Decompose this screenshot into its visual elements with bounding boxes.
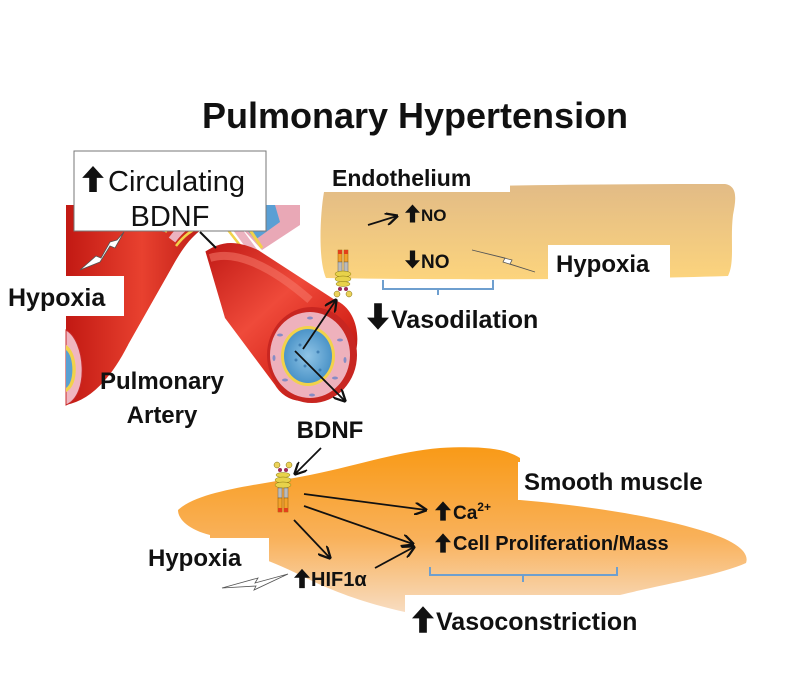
hypoxia-bolt-endothelium-icon bbox=[471, 249, 536, 273]
pulmonary-artery-label-line1: Pulmonary bbox=[100, 368, 225, 395]
pulmonary-artery-illustration bbox=[65, 201, 358, 406]
bdnf-label: BDNF bbox=[297, 417, 364, 444]
circulating-bdnf-box: Circulating BDNF bbox=[73, 150, 267, 233]
no-up-label: NO bbox=[421, 206, 447, 225]
cell-proliferation-label: Cell Proliferation/Mass bbox=[453, 533, 669, 555]
hif-label: HIF1α bbox=[311, 569, 367, 591]
smooth-muscle-bdnf-receptor-icon bbox=[273, 461, 293, 513]
circulating-label: Circulating bbox=[108, 166, 245, 198]
endothelium-label: Endothelium bbox=[332, 165, 471, 191]
smooth-muscle-cell bbox=[178, 447, 747, 612]
hypoxia-left-label: Hypoxia bbox=[8, 284, 106, 312]
vasoconstriction-label: Vasoconstriction bbox=[436, 608, 637, 636]
artery-cross-section bbox=[267, 307, 357, 403]
vasodilation-label: Vasodilation bbox=[391, 306, 538, 334]
up-arrow-icon bbox=[412, 606, 434, 633]
vasoconstriction-bracket bbox=[429, 567, 618, 582]
pulmonary-artery-label-line2: Artery bbox=[127, 402, 198, 429]
smooth-muscle-layer: Smooth muscle Ca2+ Cell Proliferation/Ma… bbox=[145, 447, 747, 636]
endothelium-cell bbox=[320, 184, 736, 280]
circulating-bdnf-label: BDNF bbox=[131, 201, 210, 233]
endothelium-layer: Endothelium NO NO Hypoxia Vasodilation bbox=[318, 162, 736, 334]
hypoxia-bolt-smooth-muscle-icon bbox=[221, 573, 289, 591]
no-down-label: NO bbox=[421, 252, 450, 273]
down-arrow-icon bbox=[367, 303, 389, 330]
vasodilation-bracket bbox=[382, 280, 494, 295]
hypoxia-bolt-artery-icon bbox=[79, 231, 125, 271]
hypoxia-smooth-muscle-label: Hypoxia bbox=[148, 545, 242, 572]
ca-label: Ca2+ bbox=[453, 500, 491, 524]
hypoxia-endothelium-label: Hypoxia bbox=[556, 251, 650, 278]
smooth-muscle-label: Smooth muscle bbox=[524, 469, 703, 496]
diagram-title: Pulmonary Hypertension bbox=[202, 95, 628, 136]
